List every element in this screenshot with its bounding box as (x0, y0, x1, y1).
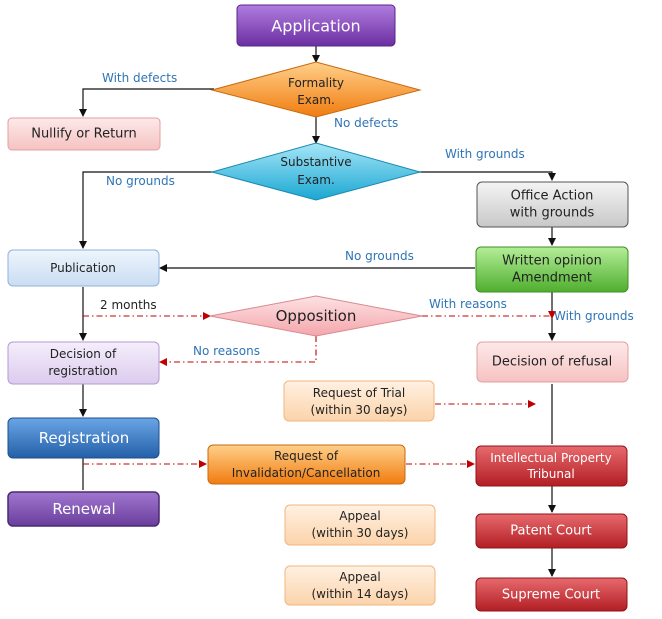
node-nullify-label: Nullify or Return (31, 127, 137, 142)
node-decision-registration-line2: registration (48, 364, 117, 378)
edge-formality-nullify (79, 88, 214, 117)
label-no-grounds-mid: No grounds (345, 249, 414, 263)
node-invalidation-line1: Request of (274, 449, 339, 463)
node-application: Application (236, 4, 396, 47)
node-appeal-14: Appeal (within 14 days) (284, 565, 436, 606)
node-appeal-30: Appeal (within 30 days) (284, 504, 436, 546)
node-publication-label: Publication (50, 261, 116, 275)
node-supreme-court-label: Supreme Court (502, 588, 600, 603)
node-office-action-line1: Office Action (511, 189, 594, 204)
node-patent-court: Patent Court (475, 513, 628, 549)
node-renewal: Renewal (7, 491, 160, 527)
node-decision-registration-line1: Decision of (50, 347, 117, 361)
node-formality-line2: Exam. (297, 93, 335, 107)
label-no-grounds-left: No grounds (106, 174, 175, 188)
label-with-reasons: With reasons (429, 297, 507, 311)
node-registration-label: Registration (39, 429, 129, 447)
node-substantive-exam: Substantive Exam. (210, 142, 422, 201)
node-appeal-30-line2: (within 30 days) (312, 526, 409, 540)
node-application-label: Application (271, 17, 360, 36)
node-publication: Publication (7, 249, 160, 287)
node-invalidation: Request of Invalidation/Cancellation (207, 444, 406, 485)
node-appeal-14-line1: Appeal (339, 570, 381, 584)
edge-substantive-office-action (418, 171, 556, 181)
node-decision-refusal-label: Decision of refusal (492, 355, 612, 370)
node-written-opinion-line2: Amendment (512, 271, 592, 286)
node-written-opinion: Written opinion Amendment (475, 246, 629, 293)
edge-opposition-refusal (422, 311, 556, 319)
node-request-trial-line2: (within 30 days) (311, 403, 408, 417)
node-ip-tribunal-line1: Intellectual Property (490, 451, 611, 465)
node-nullify-return: Nullify or Return (7, 117, 161, 151)
node-opposition-label: Opposition (276, 307, 357, 325)
node-appeal-14-line2: (within 14 days) (312, 587, 409, 601)
node-formality-exam: Formality Exam. (210, 61, 422, 118)
node-office-action-line2: with grounds (510, 206, 595, 221)
node-decision-refusal: Decision of refusal (476, 341, 629, 383)
label-two-months: 2 months (100, 298, 157, 312)
node-ip-tribunal: Intellectual Property Tribunal (475, 445, 628, 487)
node-opposition: Opposition (209, 295, 423, 337)
node-decision-registration: Decision of registration (7, 341, 160, 385)
edge-substantive-publication (79, 171, 214, 249)
node-patent-court-label: Patent Court (510, 524, 592, 539)
label-no-reasons: No reasons (193, 344, 260, 358)
node-renewal-label: Renewal (52, 500, 115, 518)
node-office-action: Office Action with grounds (476, 181, 629, 228)
label-with-grounds-top: With grounds (445, 147, 525, 161)
node-substantive-line1: Substantive (280, 155, 351, 169)
label-no-defects: No defects (334, 116, 398, 130)
node-registration: Registration (7, 417, 160, 459)
edges-dashed (83, 311, 556, 468)
node-formality-line1: Formality (288, 76, 344, 90)
edges-solid (79, 46, 556, 577)
node-request-trial-line1: Request of Trial (313, 386, 405, 400)
node-substantive-line2: Exam. (297, 173, 335, 187)
node-ip-tribunal-line2: Tribunal (526, 467, 574, 481)
node-appeal-30-line1: Appeal (339, 509, 381, 523)
label-with-grounds-right: With grounds (554, 309, 634, 323)
node-request-trial: Request of Trial (within 30 days) (283, 380, 435, 422)
node-invalidation-line2: Invalidation/Cancellation (232, 466, 381, 480)
label-with-defects: With defects (102, 71, 177, 85)
node-written-opinion-line1: Written opinion (502, 254, 602, 269)
node-supreme-court: Supreme Court (475, 577, 628, 612)
